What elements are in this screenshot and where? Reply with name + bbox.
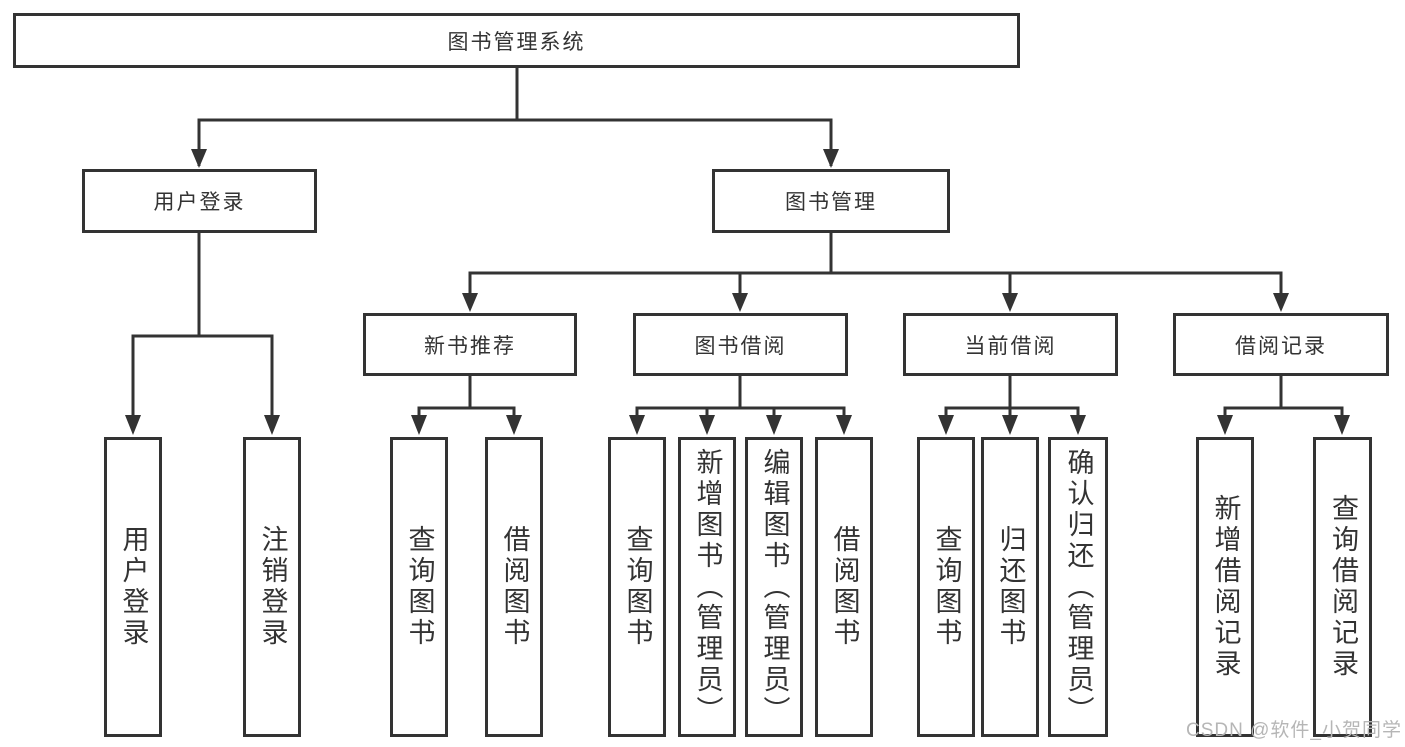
- leaf-borrow-books-recommend: 借阅图书: [485, 437, 543, 737]
- leaf-query-books-borrowing: 查询图书: [608, 437, 666, 737]
- leaf-return-books: 归还图书: [981, 437, 1039, 737]
- leaf-user-login: 用户登录: [104, 437, 162, 737]
- node-book-management: 图书管理: [712, 169, 950, 233]
- csdn-watermark: CSDN @软件_小贺同学: [1186, 720, 1402, 741]
- node-book-borrowing: 图书借阅: [633, 313, 848, 376]
- root-node: 图书管理系统: [13, 13, 1020, 68]
- leaf-borrow-books-borrowing: 借阅图书: [815, 437, 873, 737]
- node-new-book-recommendation: 新书推荐: [363, 313, 577, 376]
- node-user-login: 用户登录: [82, 169, 317, 233]
- leaf-edit-book-admin: 编辑图书（管理员）: [745, 437, 803, 737]
- node-borrowing-records: 借阅记录: [1173, 313, 1389, 376]
- leaf-query-books-recommend: 查询图书: [390, 437, 448, 737]
- node-current-borrowing: 当前借阅: [903, 313, 1118, 376]
- leaf-logout: 注销登录: [243, 437, 301, 737]
- leaf-add-book-admin: 新增图书（管理员）: [678, 437, 736, 737]
- leaf-confirm-return-admin: 确认归还（管理员）: [1048, 437, 1108, 737]
- leaf-add-borrow-record: 新增借阅记录: [1196, 437, 1254, 737]
- leaf-query-borrow-record: 查询借阅记录: [1313, 437, 1372, 737]
- leaf-query-books-current: 查询图书: [917, 437, 975, 737]
